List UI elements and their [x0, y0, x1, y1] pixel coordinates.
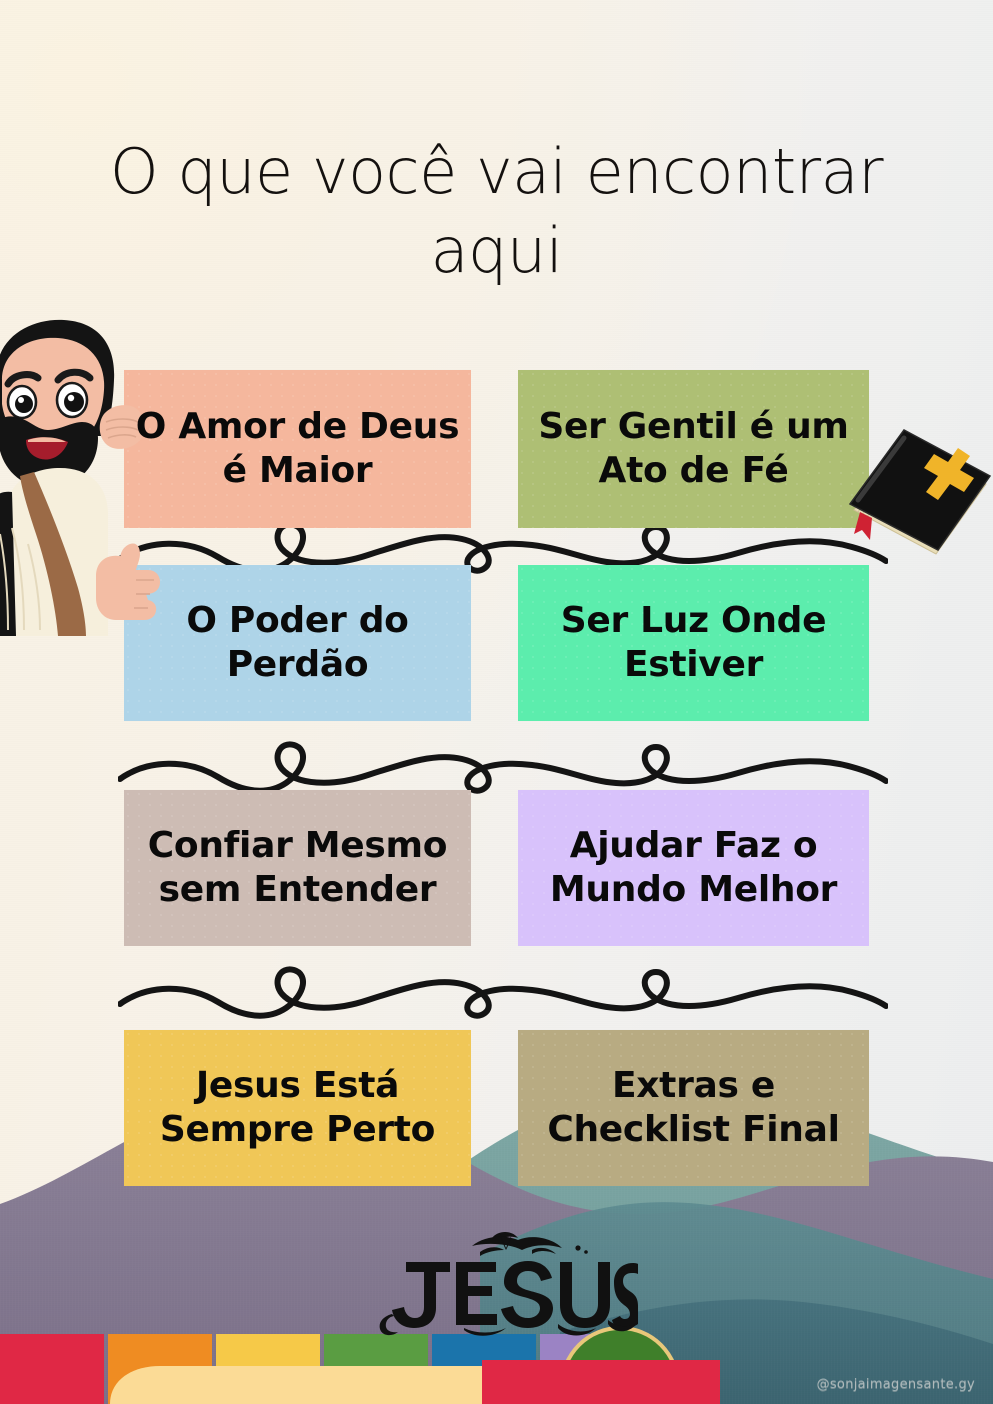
topic-card-label: Ser Luz Onde Estiver: [560, 600, 827, 685]
topic-card-label: Ajudar Faz o Mundo Melhor: [549, 825, 838, 910]
topic-card-1[interactable]: O Amor de Deus é Maior: [124, 370, 471, 528]
bottom-color-blocks: [0, 1326, 720, 1404]
squiggle-divider-3: [118, 966, 888, 1019]
topic-card-7[interactable]: Jesus Está Sempre Perto: [124, 1030, 471, 1186]
squiggle-divider-2: [118, 741, 888, 794]
bible-illustration: [848, 429, 992, 555]
jesus-cartoon-illustration: [0, 319, 160, 636]
topic-card-label: O Poder do Perdão: [186, 600, 409, 685]
watermark-text: @sonjaimagensante.gy: [816, 1377, 975, 1392]
page-title: O que você vai encontrar aqui: [109, 135, 884, 288]
jesus-wordmark-logo: [379, 1232, 638, 1336]
topic-card-label: Ser Gentil é um Ato de Fé: [538, 406, 849, 491]
topic-card-3[interactable]: O Poder do Perdão: [124, 565, 471, 721]
topic-card-label: Confiar Mesmo sem Entender: [147, 825, 448, 910]
watermark-text-shadow: @sonjaimagensante.gy: [816, 1378, 975, 1393]
topic-card-2[interactable]: Ser Gentil é um Ato de Fé: [518, 370, 869, 528]
topic-card-6[interactable]: Ajudar Faz o Mundo Melhor: [518, 790, 869, 946]
squiggle-divider-1: [118, 521, 888, 574]
watermark: @sonjaimagensante.gy @sonjaimagensante.g…: [816, 1377, 975, 1393]
topic-card-label: O Amor de Deus é Maior: [135, 406, 460, 491]
topic-card-4[interactable]: Ser Luz Onde Estiver: [518, 565, 869, 721]
topic-card-label: Jesus Está Sempre Perto: [159, 1065, 436, 1150]
topic-card-label: Extras e Checklist Final: [547, 1065, 840, 1150]
topic-card-5[interactable]: Confiar Mesmo sem Entender: [124, 790, 471, 946]
topic-card-8[interactable]: Extras e Checklist Final: [518, 1030, 869, 1186]
